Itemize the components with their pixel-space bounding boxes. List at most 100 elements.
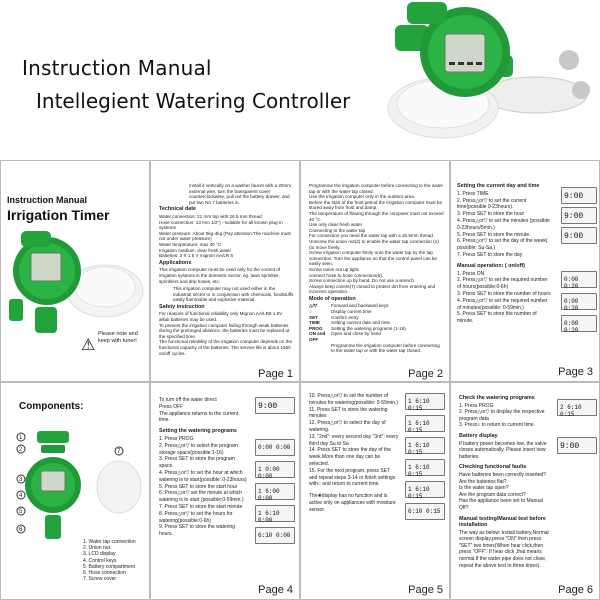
fault-title: Checking functional faults <box>459 464 527 471</box>
lcd-display: 0:00 0:20 <box>561 293 597 312</box>
lcd-display: 1 6:10 0:00 <box>255 505 295 524</box>
p7-step: 14. Press SET to store the day of the we… <box>309 447 391 467</box>
components-title: Components: <box>19 401 84 412</box>
p4-step: 6. Press△or▽ to set the day of the week(… <box>457 238 548 252</box>
product-timer-image <box>387 2 590 139</box>
p6-step: 9. Press SET to store the watering hours… <box>159 524 236 538</box>
battery-title: Battery display <box>459 432 498 439</box>
safety-title: Safety instruction <box>159 303 205 310</box>
component-item: 2. Union nut <box>83 545 110 552</box>
manual-page-4: Setting the current day and time 1. Pres… <box>450 160 600 382</box>
page-number: Page 2 <box>408 368 443 381</box>
page1-label: Instruction Manual <box>7 195 88 205</box>
p7-step: 13. "2nd": every second day "3rd": every… <box>309 433 399 447</box>
fault-item: Is the water tap open? <box>459 485 509 492</box>
fault-item: Are the batteries flat? <box>459 478 507 485</box>
lcd-display: 1 6:00 0:00 <box>255 483 295 502</box>
header-title-line2: Intellegient Watering Controller <box>36 89 351 113</box>
lcd-display: 9:00 <box>561 227 597 244</box>
svg-text:6: 6 <box>19 527 23 533</box>
mode-row: ○Display current time <box>309 309 372 315</box>
page1-title: Irrigation Timer <box>7 207 110 223</box>
p3-line: Before the start of the frost period the… <box>309 199 443 211</box>
p3-line: Unscrew the union nut(2) to enable the w… <box>309 238 439 250</box>
manual-page-7: 10. Press△or▽ to set the number of minut… <box>300 382 450 600</box>
header: Instruction Manual Intellegient Watering… <box>0 0 600 160</box>
p3-line: Use only clear fresh water <box>309 222 363 228</box>
lcd-display: 1 6:10 0:15 <box>405 437 445 456</box>
lcd-display: 1 6:10 0:15 <box>405 415 445 434</box>
p7-step: 12. Press△or▽ to select the day of water… <box>309 420 386 433</box>
svg-text:2: 2 <box>19 447 23 453</box>
p3-line: Screw union nut up tight. <box>309 266 360 272</box>
warn-text: This irrigation computer may not used ei… <box>173 286 294 303</box>
tech-line: Water connection: 21 mm top with 26.5 mm… <box>159 213 262 219</box>
battery-text: If battery power becomes low, the valve … <box>459 440 547 460</box>
component-item: 6. Hose connection <box>83 570 126 577</box>
lcd-display: 1 0:00 0:00 <box>255 461 295 480</box>
p8-step: 3. Press○ to return to current time. <box>459 422 536 429</box>
p3-line: Screw connection up by hand. Do not use … <box>309 278 416 284</box>
irrigation-timer-image <box>9 231 144 333</box>
components-diagram: 1 2 3 4 5 6 7 <box>16 431 142 539</box>
page-number: Page 5 <box>408 584 443 596</box>
manual-test-text: The way as below: Install battery,Normal… <box>459 529 549 569</box>
app-text: This irrigation computer must be used on… <box>159 267 281 284</box>
p4-manual-step: 1. Press ON <box>457 270 485 277</box>
page2-intro: Install it vertically on a washer faucet… <box>189 183 292 205</box>
tech-line: Water pressure: About 0kg-4kg (Pay atten… <box>159 230 291 242</box>
manual-page-6: To turn off the water direct Press OFF T… <box>150 382 300 600</box>
p3-tail: Programme the irrigation computer before… <box>331 342 440 354</box>
tech-line: Water temperature: max 40 °C <box>159 241 222 247</box>
tech-line: Batteries: 2 X 1.5 V mignon AA/LR 6 <box>159 253 234 259</box>
svg-text:1: 1 <box>19 435 23 441</box>
warning-icon: ⚠ <box>81 337 96 354</box>
component-item: 3. LCD display <box>83 551 116 558</box>
p6-title1: To turn off the water direct <box>159 397 217 403</box>
p6-l1: Press OFF <box>159 403 184 410</box>
lcd-display: 9:00 <box>557 437 597 454</box>
p4-step: 1. Press TIME <box>457 190 489 197</box>
safety-line: The functional reliability of the irriga… <box>159 339 293 356</box>
p3-line: Programme the irrigation computer before… <box>309 183 444 194</box>
p3-line: Connecting to the water tap <box>309 227 366 233</box>
lcd-display: 1 6:10 0:15 <box>405 481 445 500</box>
p6-step: 4. Press△or▽ to set the hour at which wa… <box>159 469 247 483</box>
p7-step: 10. Press△or▽ to set the number of minut… <box>309 393 398 406</box>
component-item: 1. Water tap connection <box>83 539 136 545</box>
manual-page-2: Install it vertically on a washer faucet… <box>150 160 300 382</box>
p4-manual-step: 5. Press SET to store the number of minu… <box>457 311 537 325</box>
tech-title: Technical date <box>159 206 197 213</box>
p4-manual-step: 4. Press△or▽ to set the required number … <box>457 297 548 311</box>
lcd-display: 6:10 0:15 <box>405 503 445 520</box>
lcd-display: 0:00 0:00 <box>255 439 295 456</box>
page-number: Page 3 <box>558 366 593 378</box>
fault-item: Has the appliance been set to Manual Off… <box>459 498 543 511</box>
p6-title2: Setting the watering programs <box>159 428 237 435</box>
p8-step: 1. Press PROG <box>459 402 494 409</box>
lcd-display: 0:00 0:20 <box>561 271 597 290</box>
p6-step: 7. Press SET to store the start minute <box>159 503 243 510</box>
lcd-display: 2 6:10 0:15 <box>557 399 597 418</box>
lcd-display: 9:00 <box>255 397 295 414</box>
header-title-line1: Instruction Manual <box>22 56 212 80</box>
manual-page-8: Check the watering programs 1. Press PRO… <box>450 382 600 600</box>
p4-manual-step: 3. Press SET to store the number of hour… <box>457 290 551 297</box>
p4-title: Setting the current day and time <box>457 183 540 189</box>
p7-step: 15. For the next program, press SET and … <box>309 467 396 488</box>
p4-manual-title: Manual operation: ( on/off) <box>457 262 525 269</box>
manual-page-3: Programme the irrigation computer before… <box>300 160 450 382</box>
p6-step: 2. Press△or▽ to select the program stora… <box>159 442 238 456</box>
p6-step: 6. Press△or▽ set the minute at which wat… <box>159 490 244 504</box>
lcd-display: 1 6:10 0:15 <box>405 393 445 412</box>
safety-line: To prevent the irrigation computer faili… <box>159 322 290 339</box>
svg-text:7: 7 <box>117 449 121 455</box>
page1-note: Please note and keep with tuner! <box>98 331 138 344</box>
p4-step: 5. Press SET to store the minute. <box>457 231 531 238</box>
lcd-display: 6:10 0:00 <box>255 527 295 544</box>
p3-line: For connection you need the water tap wi… <box>309 233 435 239</box>
p8-step: 2. Press△or▽ to display the respective p… <box>459 409 545 422</box>
svg-text:5: 5 <box>19 509 23 515</box>
